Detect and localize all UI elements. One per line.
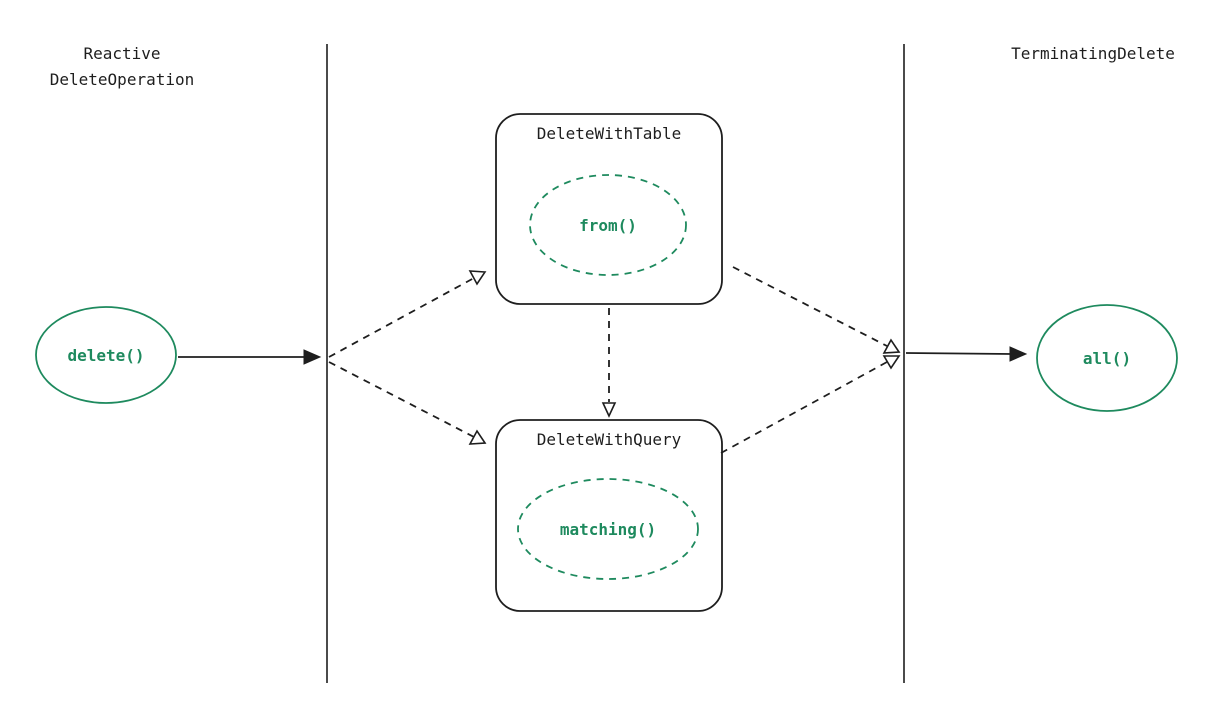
arrow-table-to-terminating (732, 266, 901, 354)
lane-title-reactive: Reactive (83, 44, 160, 63)
arrow-lane-to-query (328, 361, 487, 445)
arrow-terminating-to-all (905, 346, 1028, 362)
delete-with-table-title: DeleteWithTable (537, 124, 682, 143)
arrow-lane-to-table (328, 270, 487, 358)
all-method-label: all() (1083, 349, 1131, 368)
delete-with-query-box: DeleteWithQuery matching() (495, 419, 723, 612)
arrow-table-to-query (601, 308, 617, 418)
delete-method-label: delete() (67, 346, 144, 365)
from-method-ellipse (529, 174, 687, 276)
matching-method-label: matching() (560, 520, 656, 539)
from-method-label: from() (579, 216, 637, 235)
matching-method-ellipse (517, 478, 699, 580)
all-method-node: all() (1036, 304, 1178, 412)
delete-with-table-box: DeleteWithTable from() (495, 113, 723, 305)
arrow-query-to-terminating (720, 355, 901, 454)
lane-title-delete-operation: DeleteOperation (50, 70, 195, 89)
delete-with-query-title: DeleteWithQuery (537, 430, 682, 449)
lane-title-terminating-delete: TerminatingDelete (1011, 44, 1175, 63)
arrow-delete-to-lane (178, 349, 322, 365)
delete-method-node: delete() (35, 306, 177, 404)
